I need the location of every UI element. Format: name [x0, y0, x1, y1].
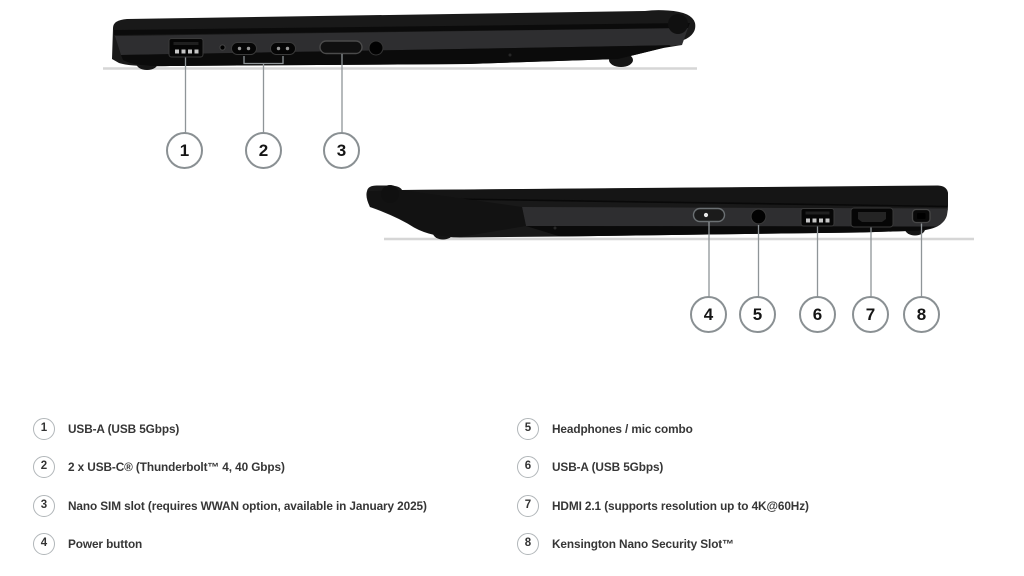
- legend-label: 2 x USB-C® (Thunderbolt™ 4, 40 Gbps): [68, 460, 285, 474]
- chassis-dot: [508, 53, 512, 57]
- emergency-reset-hole: [219, 44, 226, 51]
- callout-8: 8: [903, 296, 940, 333]
- laptop-left-side-view: [103, 10, 697, 133]
- legend-item-4: 4 Power button: [33, 533, 427, 555]
- legend-label: Headphones / mic combo: [552, 421, 693, 436]
- lid-strip: [402, 186, 948, 206]
- leader-line-2: [243, 56, 284, 133]
- callout-4: 4: [690, 296, 727, 333]
- legend-item-2: 2 2 x USB-C® (Thunderbolt™ 4, 40 Gbps): [33, 456, 427, 478]
- callout-3: 3: [323, 132, 360, 169]
- laptop-diagram-art: [103, 10, 974, 297]
- lid-seam: [419, 197, 948, 208]
- legend-label: Kensington Nano Security Slot™: [552, 537, 734, 551]
- usb-a-port: [168, 38, 204, 58]
- legend-label: USB-A (USB 5Gbps): [552, 460, 664, 474]
- nano-sim-slot: [319, 40, 363, 55]
- usb-a-port: [800, 208, 835, 227]
- kensington-slot: [911, 208, 931, 224]
- legend-number-badge: 1: [33, 417, 55, 440]
- usb-c-port-2: [270, 42, 296, 55]
- usb-c-port-1: [231, 42, 257, 55]
- legend-column-left: 1 USB-A (USB 5Gbps) 2 2 x USB-C® (Thunde…: [33, 417, 427, 572]
- legend-label: HDMI 2.1 (supports resolution up to 4K@6…: [552, 498, 809, 513]
- legend-number-badge: 8: [517, 533, 539, 555]
- callout-5: 5: [739, 296, 776, 333]
- hinge-cap: [381, 185, 399, 203]
- legend-item-1: 1 USB-A (USB 5Gbps): [33, 417, 427, 440]
- lid-seam: [114, 23, 690, 35]
- port-band: [115, 28, 688, 55]
- legend-number-badge: 5: [517, 417, 539, 440]
- callout-7: 7: [852, 296, 889, 333]
- legend-column-right: 5 Headphones / mic combo 6 USB-A (USB 5G…: [517, 417, 809, 572]
- legend-number-badge: 4: [33, 533, 55, 555]
- legend-item-7: 7 HDMI 2.1 (supports resolution up to 4K…: [517, 494, 809, 517]
- hdmi-port: [850, 207, 894, 228]
- headphone-jack: [750, 208, 767, 225]
- legend-number-badge: 3: [33, 494, 55, 517]
- legend-label: USB-A (USB 5Gbps): [68, 421, 180, 436]
- hinge-cap: [668, 14, 688, 34]
- laptop-right-side-view: [366, 185, 974, 297]
- legend-item-8: 8 Kensington Nano Security Slot™: [517, 533, 809, 555]
- legend-number-badge: 7: [517, 494, 539, 517]
- underside-shadow: [121, 45, 682, 67]
- callout-6: 6: [799, 296, 836, 333]
- underside-shadow: [526, 226, 936, 237]
- power-button: [692, 207, 726, 223]
- chassis-dot: [553, 226, 557, 230]
- legend-item-3: 3 Nano SIM slot (requires WWAN option, a…: [33, 494, 427, 517]
- legend-label: Power button: [68, 537, 143, 551]
- legend-label: Nano SIM slot (requires WWAN option, ava…: [68, 498, 427, 513]
- audio-jack: [368, 40, 384, 56]
- legend-item-6: 6 USB-A (USB 5Gbps): [517, 456, 809, 478]
- hinge-wedge: [367, 190, 526, 238]
- legend-number-badge: 6: [517, 456, 539, 478]
- legend-item-5: 5 Headphones / mic combo: [517, 417, 809, 440]
- legend-number-badge: 2: [33, 456, 55, 478]
- callout-2: 2: [245, 132, 282, 169]
- port-band: [522, 207, 948, 227]
- callout-1: 1: [166, 132, 203, 169]
